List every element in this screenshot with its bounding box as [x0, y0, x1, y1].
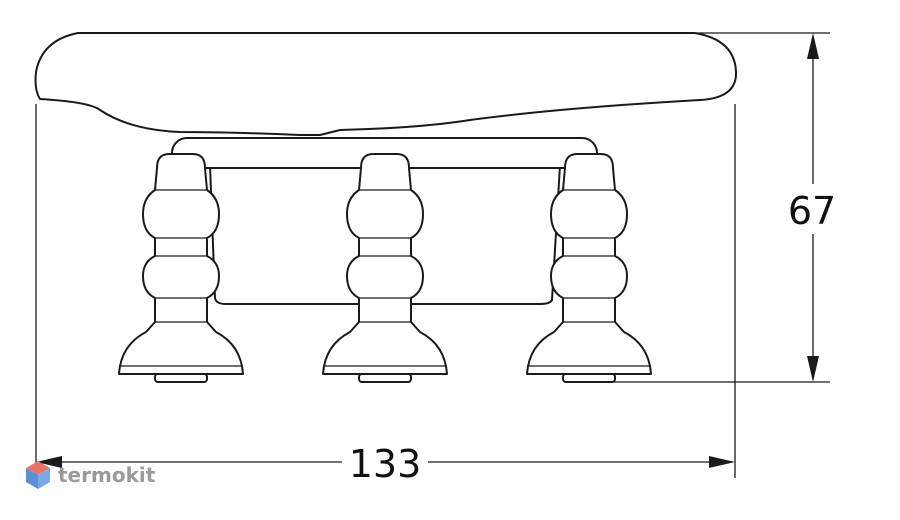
height-dimension: 67: [788, 33, 836, 382]
dish-tray: [34, 32, 738, 136]
height-dimension-label: 67: [788, 189, 836, 233]
leg-right: [526, 153, 652, 383]
width-dimension-label: 133: [349, 442, 422, 486]
leg-center: [322, 153, 448, 383]
width-dimension: 133: [36, 442, 735, 486]
leg-left: [118, 153, 244, 383]
cube-icon: [26, 461, 50, 489]
watermark-logo: termokit: [24, 458, 155, 492]
watermark-text: termokit: [58, 463, 156, 487]
